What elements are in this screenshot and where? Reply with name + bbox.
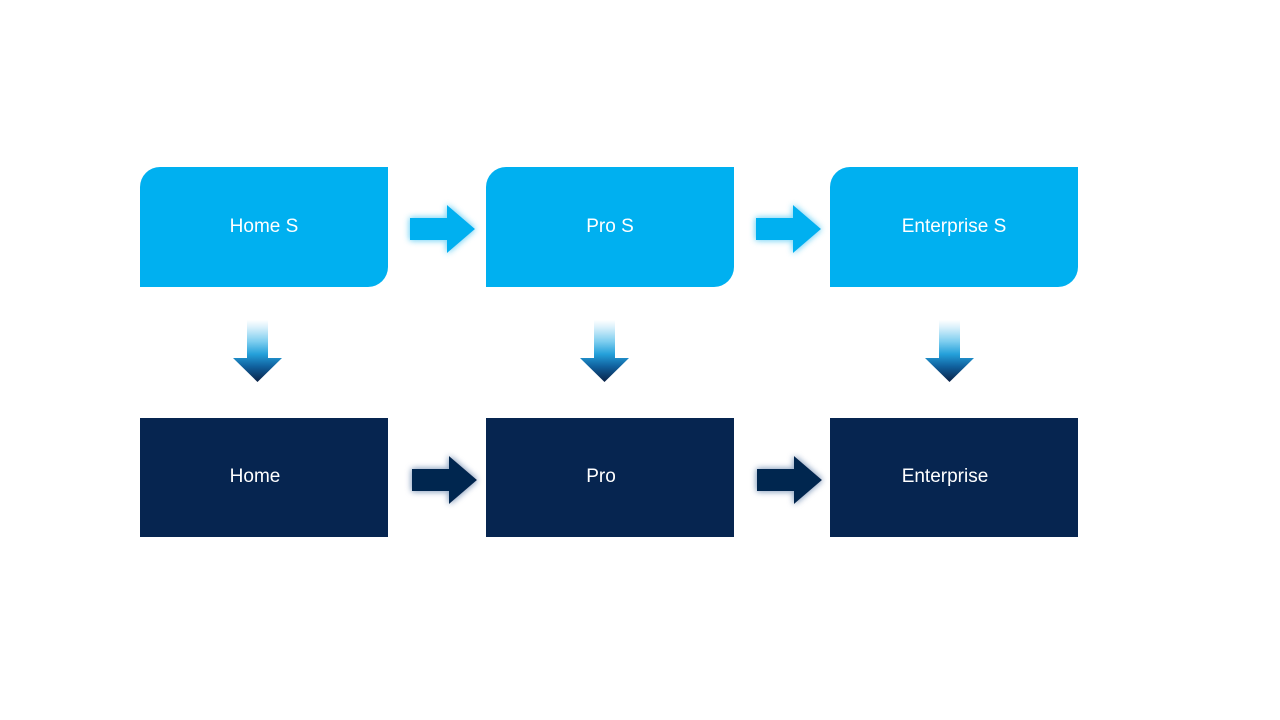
node-label: Pro S (586, 215, 634, 237)
node-label: Enterprise (901, 466, 989, 488)
node-pro-s: Pro S (486, 167, 734, 287)
node-home-s: Home S (140, 167, 388, 287)
down-arrow-icon (580, 320, 629, 382)
node-label: Enterprise S (901, 215, 1007, 237)
right-arrow-icon (410, 205, 475, 253)
node-home: Home (140, 418, 388, 537)
node-label: Home (229, 466, 281, 488)
right-arrow-icon (412, 456, 477, 504)
node-pro: Pro (486, 418, 734, 537)
right-arrow-icon (757, 456, 822, 504)
down-arrow-icon (233, 320, 282, 382)
node-enterprise: Enterprise (830, 418, 1078, 537)
down-arrow-icon (925, 320, 974, 382)
node-label: Pro (586, 466, 616, 488)
node-label: Home S (229, 215, 299, 237)
right-arrow-icon (756, 205, 821, 253)
node-enterprise-s: Enterprise S (830, 167, 1078, 287)
